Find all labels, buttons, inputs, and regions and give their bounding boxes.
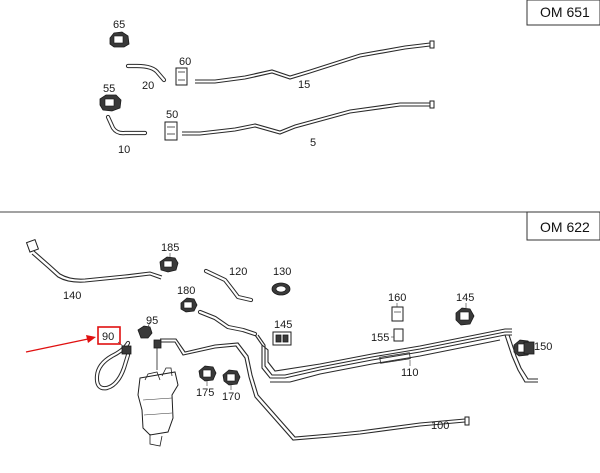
part-50-connector[interactable] [164,121,178,141]
highlight-box-90 [97,326,121,345]
indicator-arrow [25,335,96,353]
part-185-clamp[interactable] [159,253,179,273]
part-label-95: 95 [146,315,158,327]
part-label-160: 160 [388,292,406,304]
part-150-clamp[interactable] [513,339,535,357]
part-65-clamp[interactable] [109,31,130,48]
return-line [504,334,538,383]
part-155-clip[interactable] [391,328,404,342]
part-label-150: 150 [534,341,552,353]
part-label-130: 130 [273,266,291,278]
part-label-180: 180 [177,285,195,297]
part-170-clamp[interactable] [222,369,241,390]
engine-tag-box [526,0,600,26]
fuel-filter-assembly[interactable] [137,339,179,447]
part-110-fuel-line[interactable] [254,328,512,383]
part-100-fuel-line[interactable] [160,338,470,441]
part-145-clamp[interactable] [455,303,475,326]
part-label-55: 55 [103,83,115,95]
part-label-145: 145 [456,292,474,304]
part-20-hose[interactable] [125,63,167,83]
engine-tag-om651: OM 651 [540,4,590,20]
part-130-clamp[interactable] [271,282,291,296]
section-om651: OM 651 65 20 60 15 [99,0,600,156]
part-120-hose[interactable] [203,268,254,303]
part-label-165: 145 [274,319,292,331]
part-label-90: 90 [102,331,114,343]
part-label-5: 5 [310,137,316,149]
part-15-fuel-line[interactable] [195,40,435,84]
part-5-fuel-line[interactable] [182,100,435,136]
part-60-connector[interactable] [175,67,188,86]
part-label-100: 100 [431,420,449,432]
part-160-clip[interactable] [391,303,404,322]
part-175-clamp[interactable] [198,365,217,386]
part-label-15: 15 [298,79,310,91]
part-180-clamp[interactable] [180,297,198,313]
part-label-140: 140 [63,290,81,302]
part-label-155: 155 [371,332,389,344]
part-90-hose[interactable] [94,340,132,391]
part-label-50: 50 [166,109,178,121]
engine-tag-box [526,211,600,241]
part-55-clamp[interactable] [99,94,122,112]
part-label-170: 170 [222,391,240,403]
part-label-120: 120 [229,266,247,278]
part-label-60: 60 [179,56,191,68]
part-label-175: 175 [196,387,214,399]
part-165-connector[interactable] [272,331,292,346]
part-140-fuel-line[interactable] [25,238,163,283]
part-10-hose[interactable] [105,114,148,136]
part-label-110: 110 [401,367,419,379]
section-om622: OM 622 140 185 120 130 [25,211,600,447]
part-label-185: 185 [161,242,179,254]
part-label-65: 65 [113,19,125,31]
part-label-20: 20 [142,80,154,92]
engine-tag-om622: OM 622 [540,219,590,235]
part-95-clamp[interactable] [137,321,153,339]
part-label-10: 10 [118,144,130,156]
